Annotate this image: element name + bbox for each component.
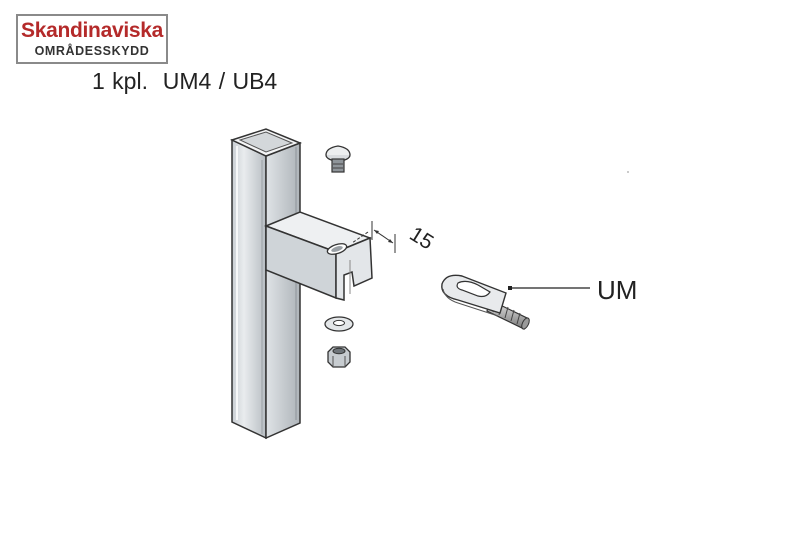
page-heading: 1 kpl. UM4 / UB4: [92, 68, 278, 94]
eye-bolt-icon: [441, 274, 530, 330]
callout-um: UM: [508, 275, 637, 305]
carriage-bolt-icon: [325, 145, 351, 173]
logo-text-line1: Skandinaviska: [20, 19, 163, 42]
channel-bracket: [263, 211, 373, 301]
brand-logo: Skandinaviska OMRÅDESSKYDD: [16, 14, 168, 64]
speck-mark: [627, 171, 629, 173]
dimension-value: 15: [405, 223, 437, 255]
washer-icon: [324, 316, 354, 332]
square-post: [229, 128, 303, 440]
logo-text-line2: OMRÅDESSKYDD: [34, 44, 150, 58]
hex-nut-icon: [327, 346, 351, 368]
callout-label: UM: [597, 275, 637, 305]
